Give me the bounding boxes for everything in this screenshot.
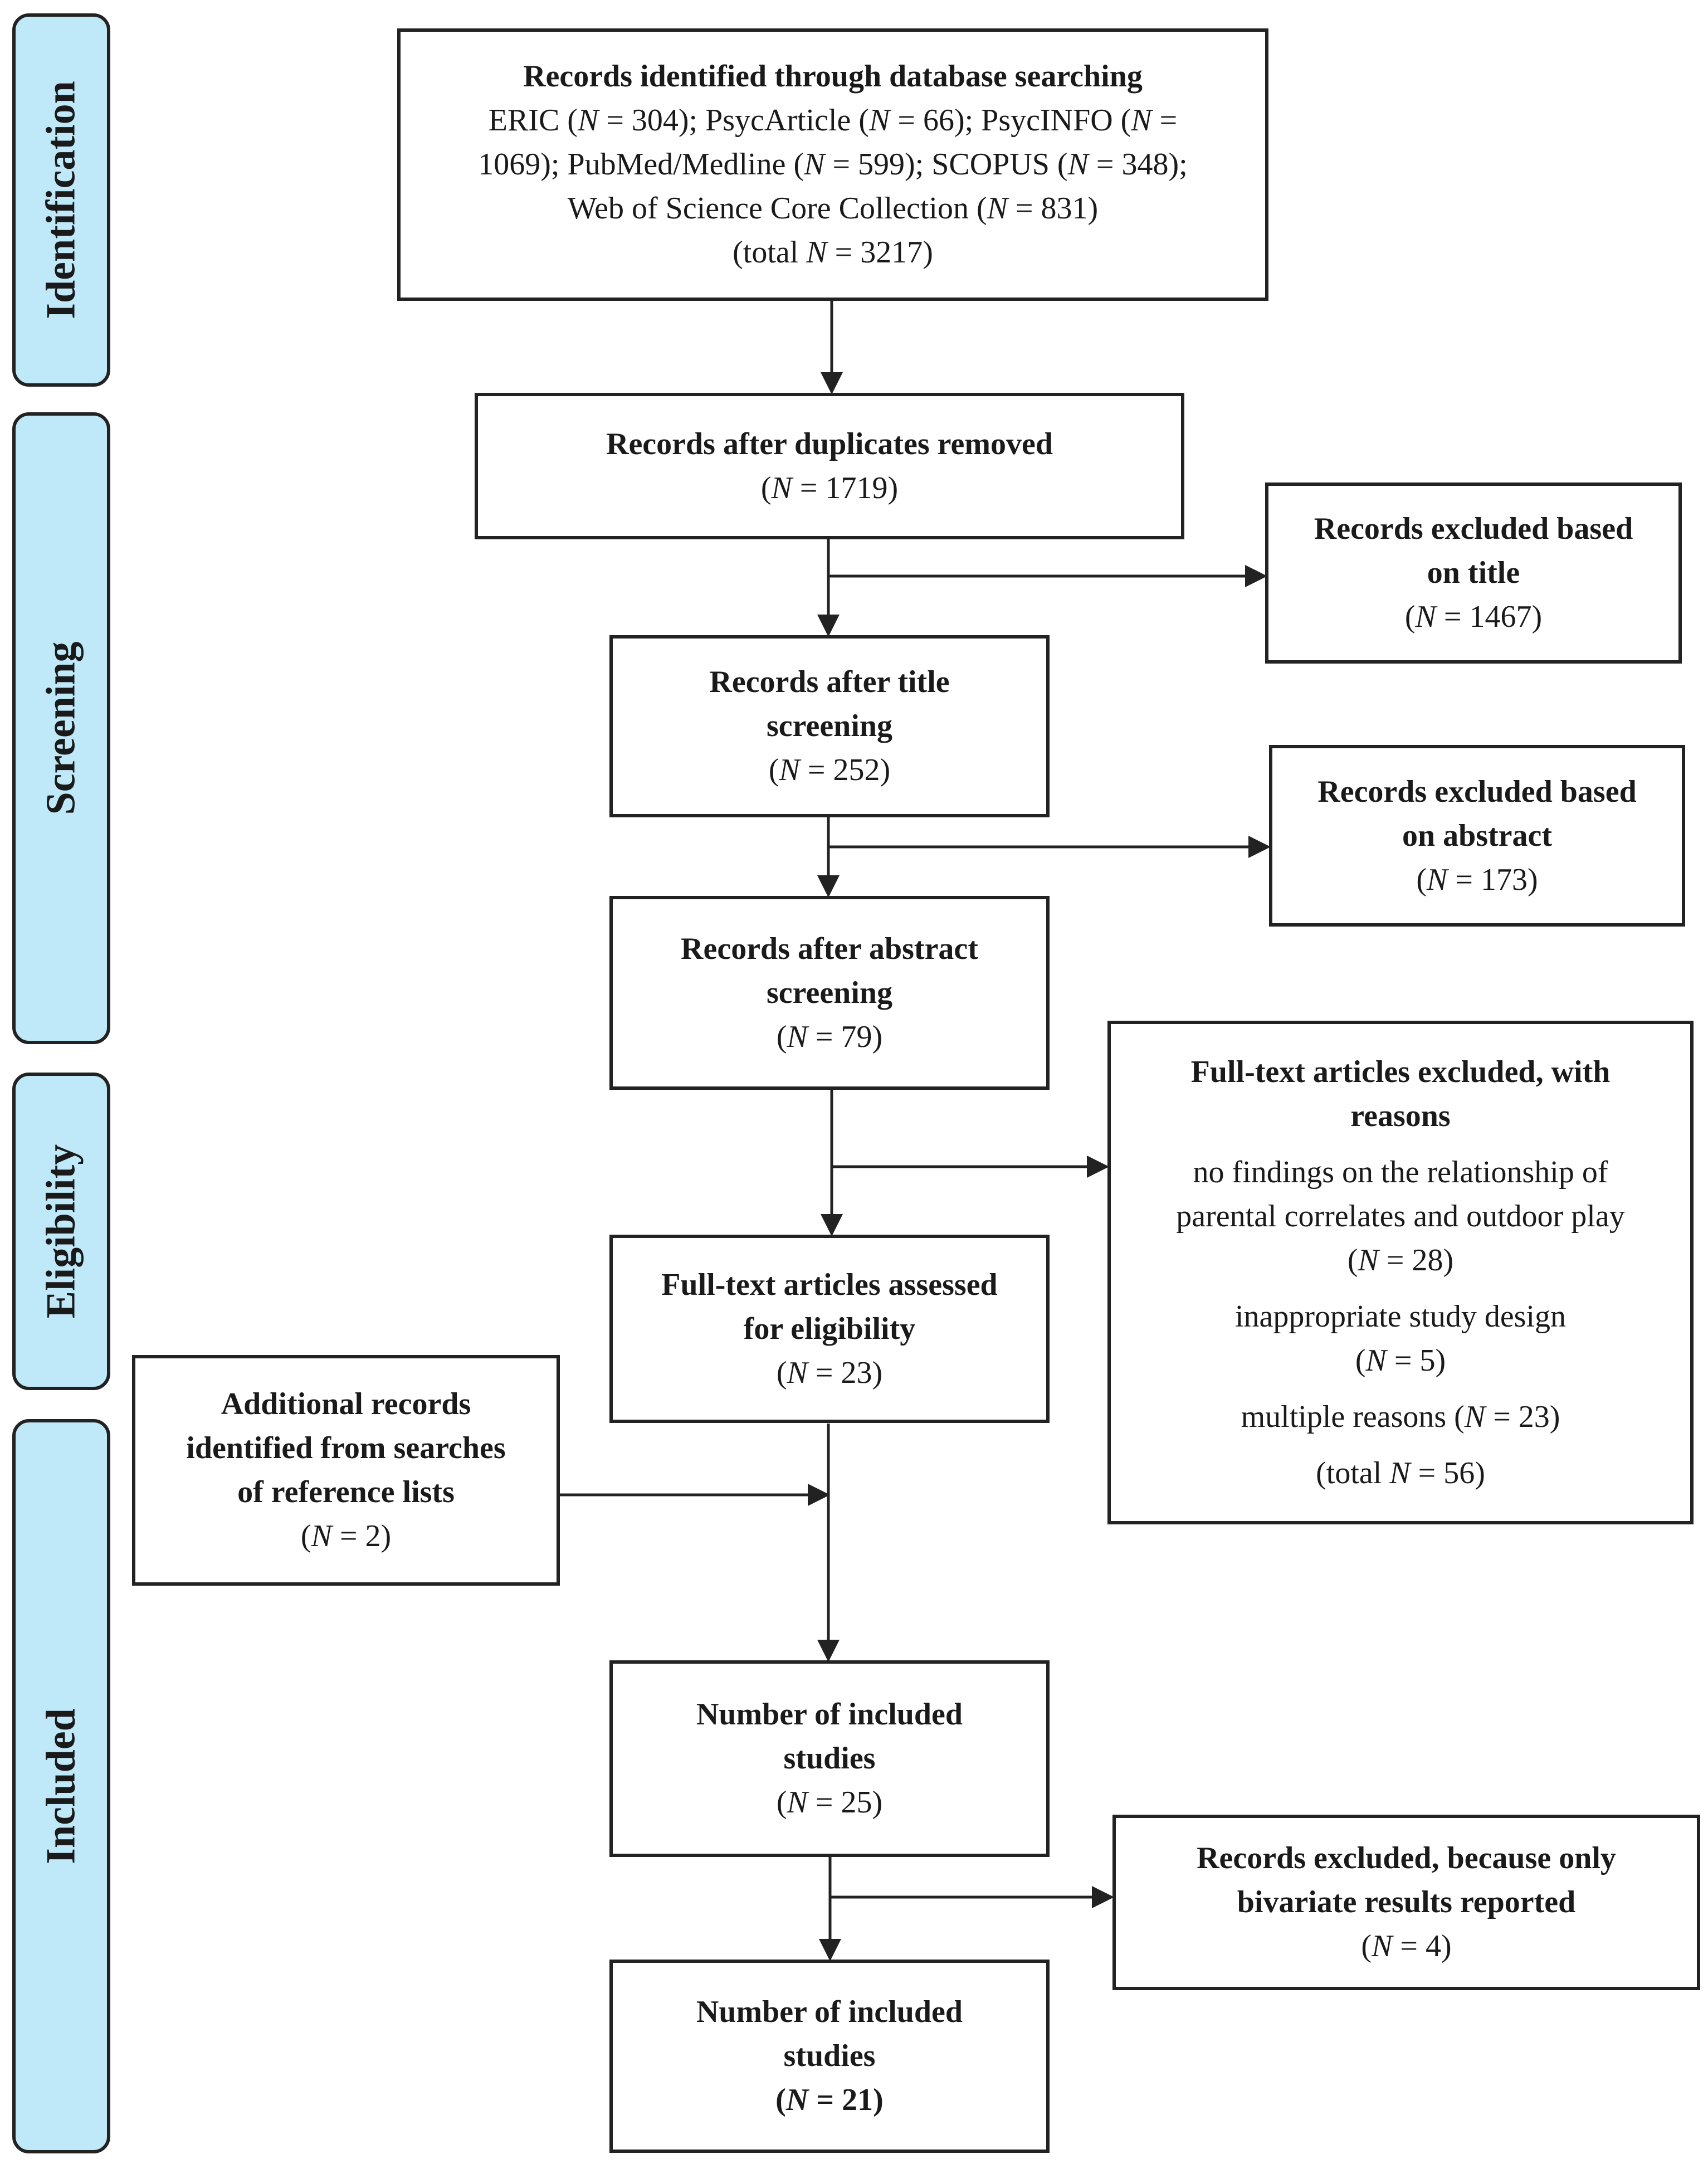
fulltext-excluded-total: (total N = 56): [1316, 1455, 1485, 1490]
included-25-count: (N = 25): [776, 1785, 883, 1820]
phase-included: Included: [12, 1419, 110, 2153]
after-abstract-count: (N = 79): [776, 1019, 883, 1054]
fulltext-assessed-heading-1: Full-text articles assessed: [661, 1267, 998, 1302]
excluded-abstract-heading-2: on abstract: [1402, 818, 1553, 853]
additional-records-box: Additional records identified from searc…: [132, 1355, 560, 1586]
included-21-count: (N = 21): [775, 2083, 884, 2117]
excluded-title-count: (N = 1467): [1404, 600, 1543, 634]
reason-no-findings-count: (N = 28): [1347, 1242, 1454, 1278]
excluded-bivariate-box: Records excluded, because only bivariate…: [1112, 1815, 1700, 1990]
records-identified-total: (total N = 3217): [733, 235, 933, 270]
reason-no-findings-line2: parental correlates and outdoor play: [1176, 1198, 1625, 1234]
excluded-abstract-heading-1: Records excluded based: [1317, 774, 1637, 809]
phase-screening: Screening: [12, 412, 110, 1044]
fulltext-assessed-box: Full-text articles assessed for eligibil…: [609, 1235, 1050, 1423]
reason-study-design-count: (N = 5): [1355, 1343, 1446, 1378]
records-identified-title: Records identified through database sear…: [523, 59, 1143, 94]
duplicates-removed-box: Records after duplicates removed (N = 17…: [475, 393, 1184, 539]
excluded-title-box: Records excluded based on title (N = 146…: [1265, 482, 1682, 664]
excluded-bivariate-heading-1: Records excluded, because only: [1197, 1841, 1616, 1875]
included-studies-25-box: Number of included studies (N = 25): [609, 1660, 1050, 1857]
duplicates-removed-title: Records after duplicates removed: [606, 426, 1053, 461]
after-title-box: Records after title screening (N = 252): [609, 635, 1050, 817]
additional-records-heading-3: of reference lists: [237, 1475, 455, 1509]
additional-records-heading-1: Additional records: [221, 1387, 471, 1421]
phase-identification: Identification: [12, 13, 110, 387]
records-identified-line2: 1069); PubMed/Medline (N = 599); SCOPUS …: [478, 147, 1188, 182]
included-studies-21-box: Number of included studies (N = 21): [609, 1960, 1050, 2153]
additional-records-heading-2: identified from searches: [186, 1431, 506, 1465]
fulltext-excluded-box: Full-text articles excluded, with reason…: [1107, 1021, 1694, 1524]
additional-records-count: (N = 2): [300, 1519, 392, 1553]
records-identified-line3: Web of Science Core Collection (N = 831): [567, 191, 1099, 226]
excluded-abstract-count: (N = 173): [1416, 862, 1538, 897]
records-identified-box: Records identified through database sear…: [397, 28, 1268, 301]
duplicates-removed-count: (N = 1719): [760, 470, 899, 505]
after-abstract-heading-2: screening: [766, 975, 893, 1010]
included-25-heading-1: Number of included: [696, 1697, 963, 1732]
excluded-title-heading-2: on title: [1427, 555, 1520, 590]
after-title-count: (N = 252): [768, 753, 891, 787]
excluded-title-heading-1: Records excluded based: [1314, 511, 1633, 546]
fulltext-assessed-heading-2: for eligibility: [743, 1311, 916, 1346]
fulltext-excluded-heading-2: reasons: [1350, 1098, 1451, 1133]
included-25-heading-2: studies: [783, 1741, 876, 1776]
included-21-heading-1: Number of included: [696, 1995, 963, 2029]
excluded-bivariate-heading-2: bivariate results reported: [1237, 1885, 1576, 1919]
after-title-heading-1: Records after title: [709, 665, 950, 699]
excluded-bivariate-count: (N = 4): [1361, 1929, 1452, 1963]
included-21-heading-2: studies: [783, 2039, 876, 2073]
phase-eligibility: Eligibility: [12, 1073, 110, 1390]
after-abstract-heading-1: Records after abstract: [681, 931, 978, 966]
fulltext-assessed-count: (N = 23): [776, 1355, 883, 1390]
after-title-heading-2: screening: [766, 709, 893, 743]
fulltext-excluded-heading-1: Full-text articles excluded, with: [1190, 1054, 1611, 1089]
excluded-abstract-box: Records excluded based on abstract (N = …: [1269, 745, 1685, 927]
records-identified-line1: ERIC (N = 304); PsycArticle (N = 66); Ps…: [488, 103, 1178, 138]
reason-multiple: multiple reasons (N = 23): [1241, 1399, 1560, 1434]
reason-no-findings-line1: no findings on the relationship of: [1193, 1154, 1608, 1190]
after-abstract-box: Records after abstract screening (N = 79…: [609, 896, 1050, 1090]
reason-study-design: inappropriate study design: [1234, 1299, 1567, 1334]
